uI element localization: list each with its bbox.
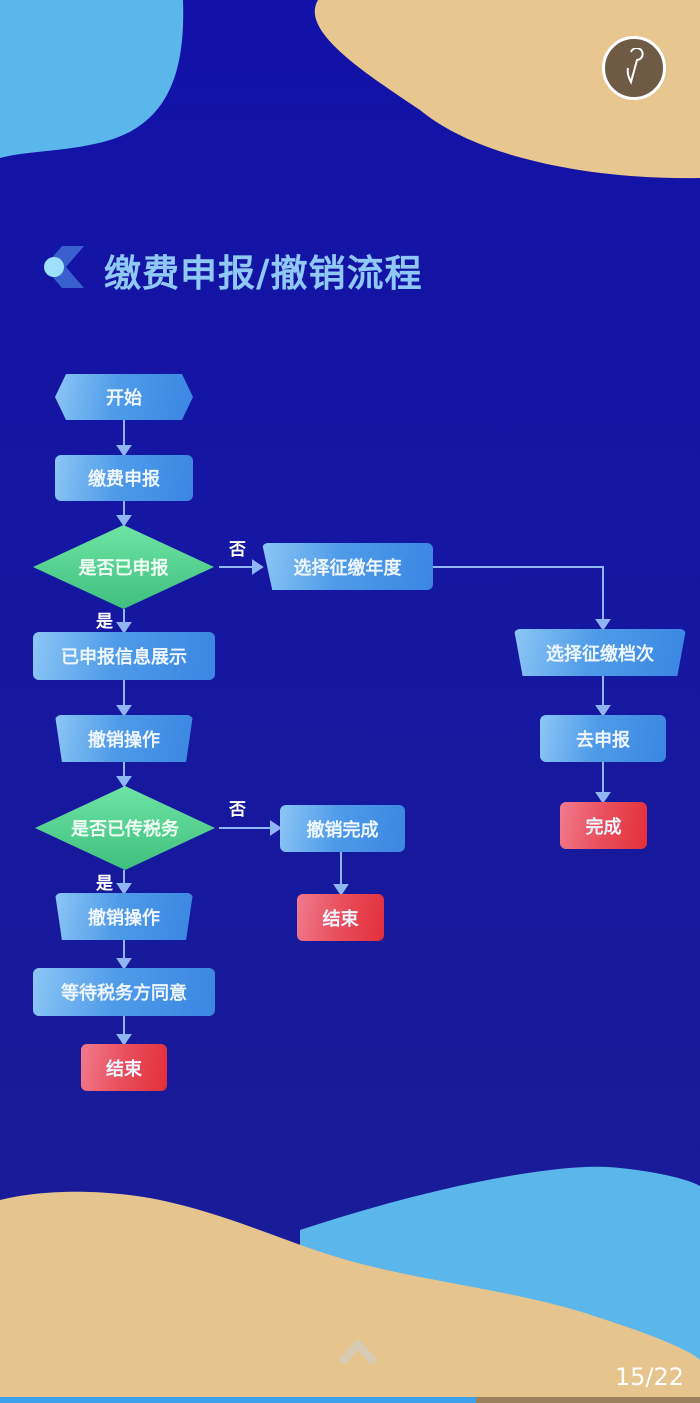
sky-blob-top-left: [0, 0, 184, 158]
node-done: 完成: [560, 802, 647, 849]
edge-label-no: 否: [229, 540, 246, 560]
music-note-icon: [626, 48, 644, 85]
progress-fill: [0, 1397, 476, 1403]
page-title: 缴费申报/撤销流程: [104, 252, 423, 295]
sand-wave-bottom: [0, 1191, 700, 1403]
swipe-up-icon[interactable]: [338, 1336, 378, 1368]
node-revoke-op-1: 撤销操作: [55, 715, 193, 762]
node-show-info: 已申报信息展示: [33, 632, 215, 680]
node-wait-tax: 等待税务方同意: [33, 968, 215, 1016]
edge-label-yes: 是: [96, 612, 113, 632]
sand-blob-top-right: [314, 0, 700, 179]
node-revoke-op-2: 撤销操作: [55, 893, 193, 940]
edge-label-yes: 是: [96, 874, 113, 894]
node-go-declare: 去申报: [540, 715, 666, 762]
edge-label-no: 否: [229, 800, 246, 820]
node-select-level: 选择征缴档次: [514, 629, 686, 676]
page-indicator: 15/22: [614, 1363, 684, 1391]
progress-bar: [0, 1397, 700, 1403]
connectors: [116, 420, 611, 1046]
brand-logo: [602, 36, 666, 100]
node-select-year: 选择征缴年度: [262, 543, 433, 590]
node-end-left: 结束: [81, 1044, 167, 1091]
node-declare: 缴费申报: [55, 455, 193, 501]
node-start: 开始: [55, 374, 193, 420]
title-chevron-icon: [44, 246, 84, 288]
node-revoke-done: 撤销完成: [280, 805, 405, 852]
node-end-mid: 结束: [297, 894, 384, 941]
